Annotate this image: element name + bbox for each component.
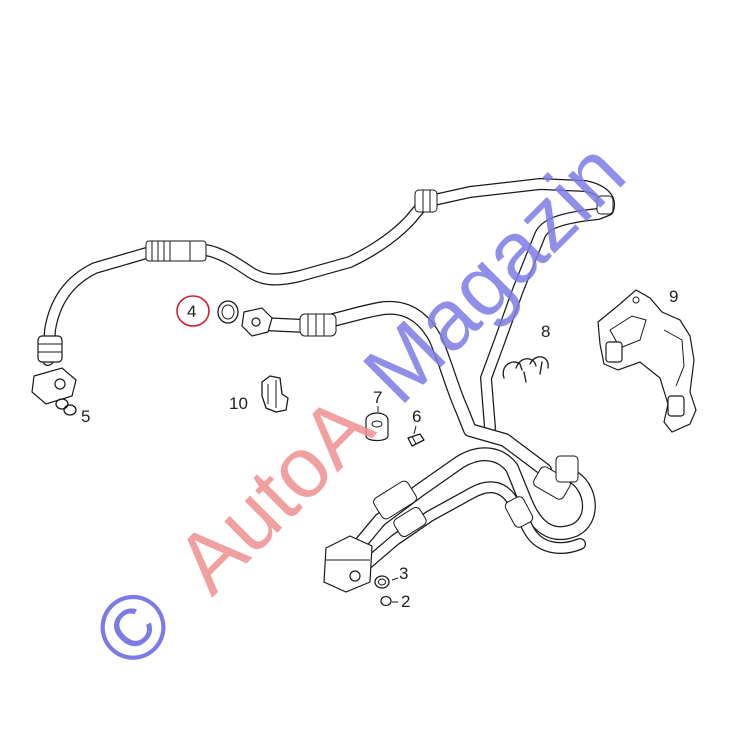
leader-lines: [377, 406, 417, 603]
part-6-valve: [407, 433, 425, 447]
callout-label: 4: [187, 302, 196, 321]
callout-label: 2: [401, 592, 410, 611]
part-10-clip: [261, 375, 289, 413]
part-3-seal: [374, 575, 390, 589]
callout-label: 9: [669, 287, 678, 306]
callout-label: 3: [399, 564, 408, 583]
callout-labels: 4 9 8 10 7 6 5 3 2: [81, 287, 678, 611]
part-5-seals: [55, 398, 77, 416]
part-8-clips: [502, 356, 549, 383]
callout-label: 8: [541, 322, 550, 341]
watermark-brand-second: Magazin: [346, 124, 644, 422]
watermark: © AutoA Magazin: [74, 124, 644, 688]
part-7-grommet: [365, 412, 389, 442]
callout-label: 5: [81, 407, 90, 426]
callout-highlight-ring: [176, 295, 210, 327]
part-4-o-ring: [217, 300, 239, 324]
part-2-seal: [380, 595, 392, 607]
part-9-bracket: [597, 289, 697, 433]
callout-label: 10: [229, 394, 248, 413]
callout-label: 7: [373, 388, 382, 407]
watermark-copyright-symbol: ©: [74, 568, 194, 688]
lower-refrigerant-lines: [323, 447, 596, 593]
middle-refrigerant-line: [241, 300, 552, 477]
upper-refrigerant-line: [31, 178, 615, 434]
callout-label: 6: [412, 407, 421, 426]
